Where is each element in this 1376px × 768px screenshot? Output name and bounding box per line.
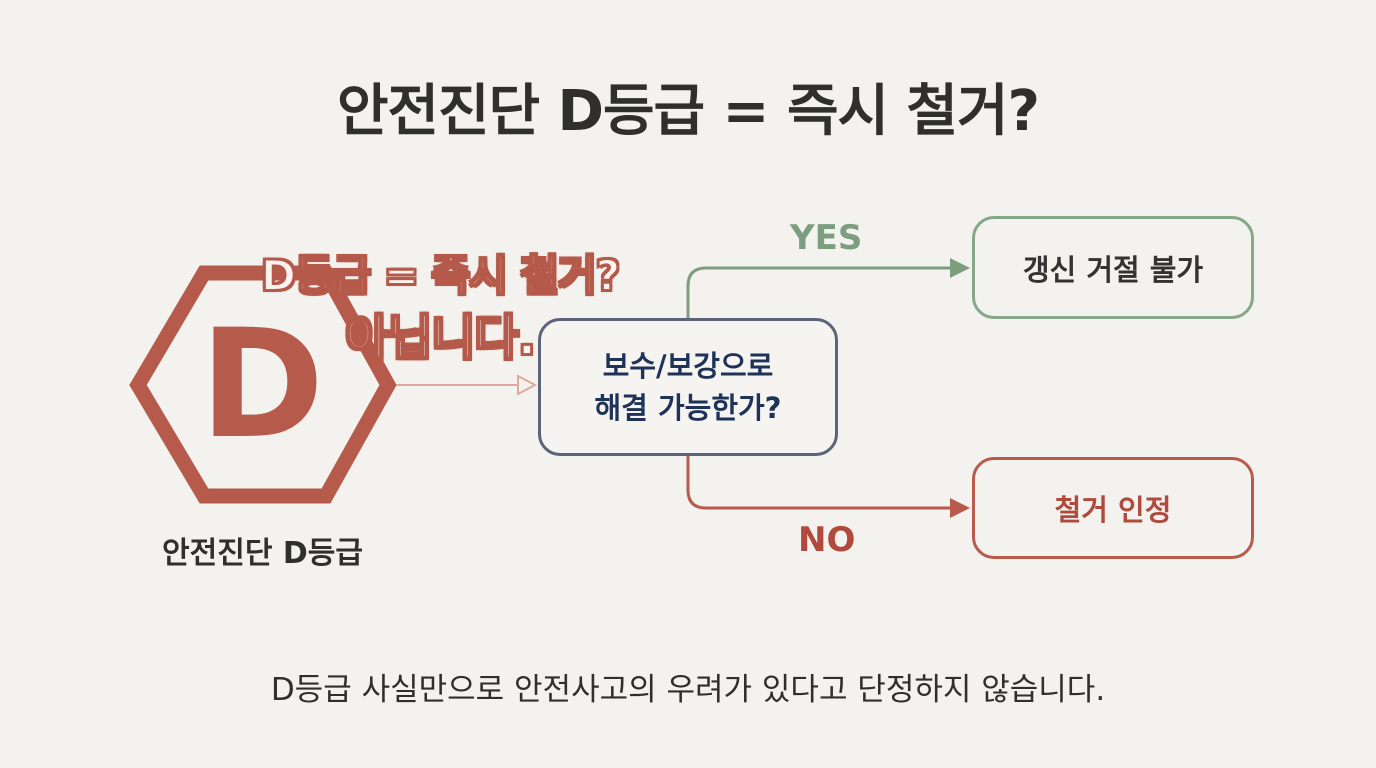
no-arrow-head-icon — [950, 498, 970, 518]
no-label: NO — [798, 520, 856, 560]
grade-label: 안전진단 D등급 — [162, 536, 363, 571]
decision-box: 보수/보강으로 해결 가능한가? — [538, 318, 838, 456]
decision-line-1: 보수/보강으로 — [602, 349, 774, 383]
yes-connector — [686, 266, 952, 318]
no-connector — [686, 456, 952, 510]
page-title: 안전진단 D등급 = 즉시 철거? — [336, 79, 1040, 144]
yes-outcome-box: 갱신 거절 불가 — [972, 216, 1254, 319]
decision-line-2: 해결 가능한가? — [594, 391, 782, 425]
hexagon-badge-icon — [129, 265, 397, 504]
arrow-head-icon — [517, 374, 538, 396]
grade-letter: D — [199, 298, 325, 472]
yes-outcome-text: 갱신 거절 불가 — [1022, 252, 1204, 287]
no-outcome-box: 철거 인정 — [972, 457, 1254, 559]
stamp-question: D등급 = 즉시 철거? — [260, 250, 621, 301]
no-outcome-text: 철거 인정 — [1054, 493, 1172, 527]
yes-arrow-head-icon — [950, 258, 970, 278]
stamp-answer: 아닙니다. — [344, 309, 537, 367]
footer-note: D등급 사실만으로 안전사고의 우려가 있다고 단정하지 않습니다. — [270, 672, 1106, 708]
yes-label: YES — [790, 218, 863, 258]
